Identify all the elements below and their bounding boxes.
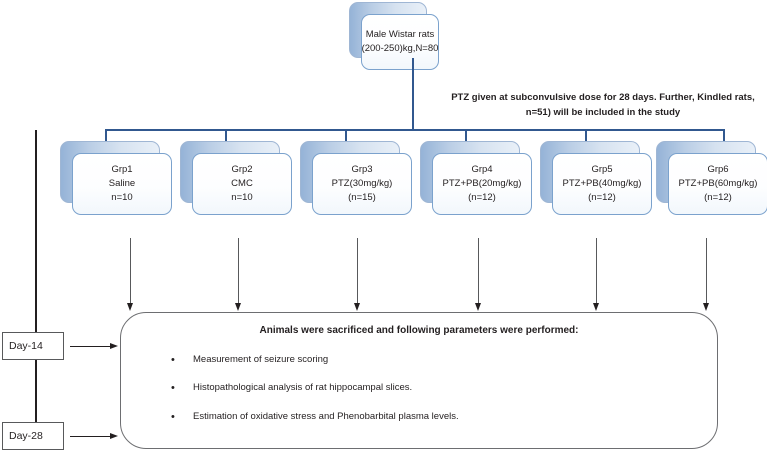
top-node-line-1: Male Wistar rats bbox=[365, 29, 435, 41]
group-card-face: Grp2 CMC n=10 bbox=[192, 153, 292, 215]
group-name: Grp2 bbox=[231, 164, 253, 176]
group-card-face: Grp6 PTZ+PB(60mg/kg) (n=12) bbox=[668, 153, 767, 215]
arrow-right-day-28 bbox=[70, 432, 118, 439]
connector-drop-grp1 bbox=[105, 129, 107, 143]
group-count: (n=15) bbox=[348, 191, 376, 203]
group-treatment: PTZ(30mg/kg) bbox=[331, 178, 393, 190]
arrow-down-grp6 bbox=[703, 238, 709, 311]
arrow-down-grp1 bbox=[127, 238, 133, 311]
group-treatment: PTZ+PB(20mg/kg) bbox=[442, 178, 522, 190]
group-count: (n=12) bbox=[468, 191, 496, 203]
arrow-right-day-14 bbox=[70, 342, 118, 349]
group-name: Grp4 bbox=[471, 164, 493, 176]
group-card-grp6[interactable]: Grp6 PTZ+PB(60mg/kg) (n=12) bbox=[656, 141, 767, 215]
connector-drop-grp2 bbox=[225, 129, 227, 143]
group-name: Grp6 bbox=[707, 164, 729, 176]
outcome-panel[interactable]: Animals were sacrificed and following pa… bbox=[120, 312, 718, 449]
arrow-down-grp2 bbox=[235, 238, 241, 311]
arrow-down-grp3 bbox=[354, 238, 360, 311]
connector-drop-grp6 bbox=[723, 129, 725, 143]
group-treatment: PTZ+PB(40mg/kg) bbox=[562, 178, 642, 190]
arrow-down-grp5 bbox=[593, 238, 599, 311]
group-card-face: Grp4 PTZ+PB(20mg/kg) (n=12) bbox=[432, 153, 532, 215]
group-card-grp4[interactable]: Grp4 PTZ+PB(20mg/kg) (n=12) bbox=[420, 141, 532, 215]
group-card-grp2[interactable]: Grp2 CMC n=10 bbox=[180, 141, 292, 215]
connector-drop-grp4 bbox=[465, 129, 467, 143]
day-28-box[interactable]: Day-28 bbox=[2, 422, 64, 450]
timeline-spine bbox=[35, 130, 37, 436]
group-card-grp3[interactable]: Grp3 PTZ(30mg/kg) (n=15) bbox=[300, 141, 412, 215]
list-item: Measurement of seizure scoring bbox=[169, 354, 697, 367]
ptz-dosing-note: PTZ given at subconvulsive dose for 28 d… bbox=[451, 92, 755, 118]
group-count: (n=12) bbox=[588, 191, 616, 203]
connector-top-stem bbox=[412, 58, 414, 130]
group-card-face: Grp5 PTZ+PB(40mg/kg) (n=12) bbox=[552, 153, 652, 215]
group-card-face: Grp3 PTZ(30mg/kg) (n=15) bbox=[312, 153, 412, 215]
group-name: Grp3 bbox=[351, 164, 373, 176]
arrow-down-grp4 bbox=[475, 238, 481, 311]
group-card-face: Grp1 Saline n=10 bbox=[72, 153, 172, 215]
list-item: Estimation of oxidative stress and Pheno… bbox=[169, 411, 697, 424]
node-face: Male Wistar rats (200-250)kg,N=80 bbox=[361, 14, 439, 70]
node-male-wistar-rats[interactable]: Male Wistar rats (200-250)kg,N=80 bbox=[349, 2, 439, 70]
top-node-line-2: (200-250)kg,N=80 bbox=[361, 43, 439, 54]
group-treatment: Saline bbox=[108, 178, 136, 190]
day-14-box[interactable]: Day-14 bbox=[2, 332, 64, 360]
group-name: Grp1 bbox=[111, 164, 133, 176]
group-count: n=10 bbox=[111, 191, 133, 203]
day-14-label: Day-14 bbox=[9, 340, 43, 352]
outcome-list: Measurement of seizure scoring Histopath… bbox=[169, 354, 697, 440]
outcome-title: Animals were sacrificed and following pa… bbox=[259, 325, 579, 336]
connector-drop-grp3 bbox=[345, 129, 347, 143]
group-count: n=10 bbox=[231, 191, 253, 203]
day-28-label: Day-28 bbox=[9, 430, 43, 442]
connector-distribution-bar bbox=[105, 129, 725, 131]
group-card-grp5[interactable]: Grp5 PTZ+PB(40mg/kg) (n=12) bbox=[540, 141, 652, 215]
connector-drop-grp5 bbox=[585, 129, 587, 143]
group-count: (n=12) bbox=[704, 191, 732, 203]
group-name: Grp5 bbox=[591, 164, 613, 176]
group-treatment: CMC bbox=[231, 178, 253, 190]
list-item: Histopathological analysis of rat hippoc… bbox=[169, 382, 697, 395]
group-card-grp1[interactable]: Grp1 Saline n=10 bbox=[60, 141, 172, 215]
group-treatment: PTZ+PB(60mg/kg) bbox=[678, 178, 758, 190]
